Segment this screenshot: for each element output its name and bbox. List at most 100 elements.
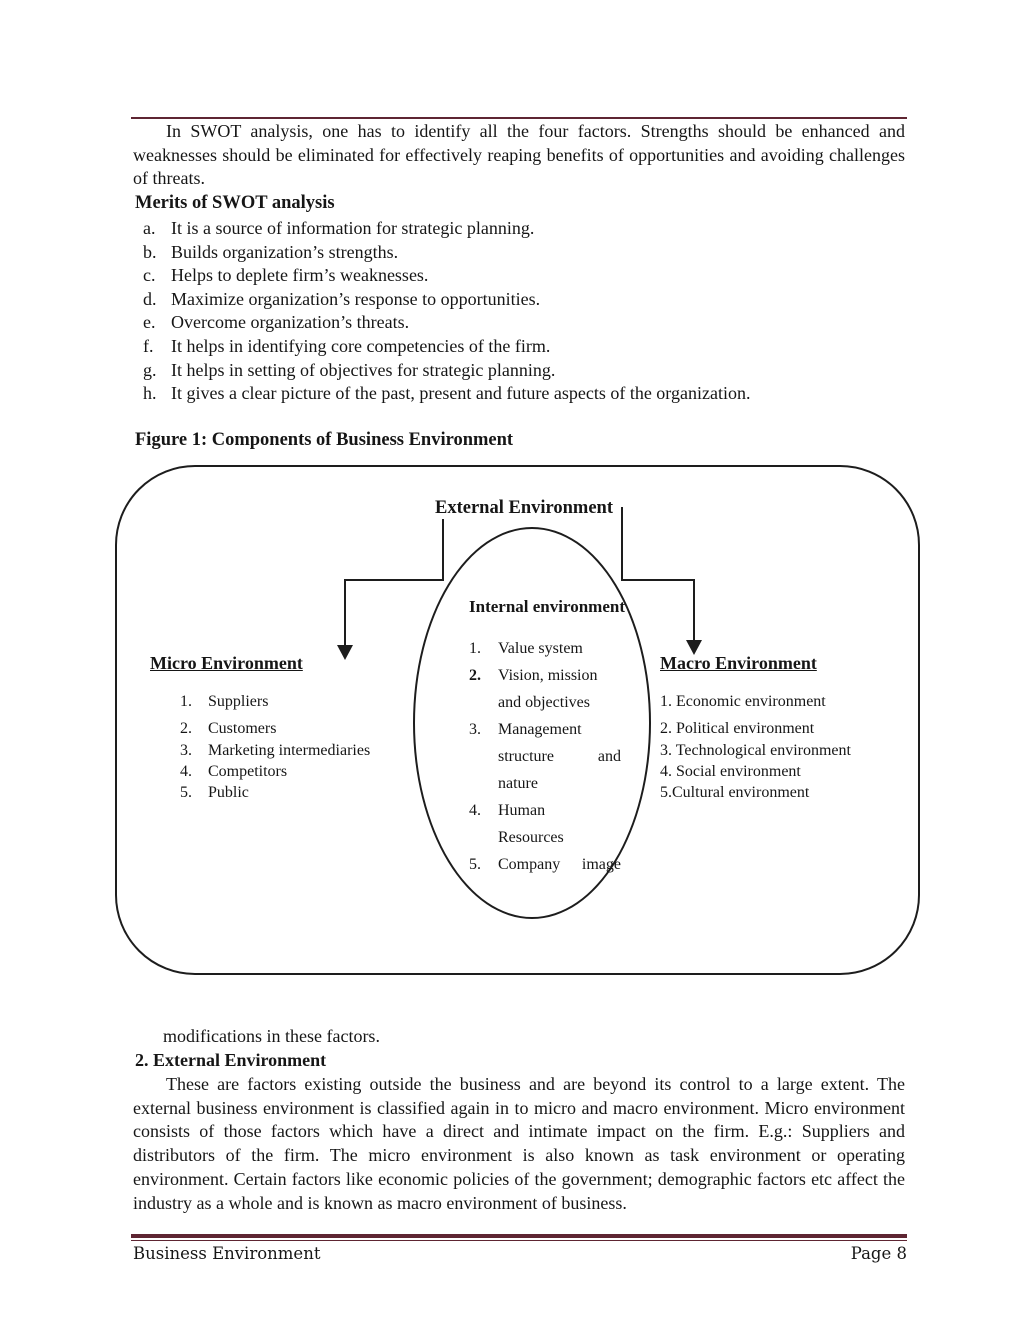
footer-title: Business Environment	[133, 1244, 321, 1263]
external-to-macro-arrow	[621, 507, 702, 655]
footer-page-number: Page 8	[850, 1244, 907, 1263]
merit-text: It gives a clear picture of the past, pr…	[171, 383, 751, 404]
macro-item: 2. Political environment	[660, 720, 815, 738]
internal-item: 3. Management structure and nature	[469, 716, 621, 797]
internal-item: 4. Human Resources	[469, 797, 621, 851]
item-text: Value system	[498, 640, 583, 657]
item-marker: 2.	[469, 667, 481, 684]
item-word: and	[597, 748, 621, 765]
footer-rule	[131, 1240, 907, 1241]
micro-item: 1. Suppliers	[180, 691, 395, 712]
item-text: Public	[208, 784, 249, 802]
merit-item: g. It helps in setting of objectives for…	[143, 359, 905, 383]
external-environment-label: External Environment	[435, 498, 613, 518]
item-text: Competitors	[208, 762, 288, 780]
item-marker: 5.	[469, 856, 481, 873]
intro-paragraph: In SWOT analysis, one has to identify al…	[133, 121, 905, 189]
macro-environment-heading: Macro Environment	[660, 653, 817, 673]
item-line: Human	[498, 802, 546, 819]
merit-item: e. Overcome organization’s threats.	[143, 311, 905, 335]
internal-environment-ellipse	[413, 527, 651, 919]
macro-item: 3. Technological environment	[660, 741, 851, 759]
micro-item: 3. Marketing intermediaries	[180, 740, 395, 761]
micro-environment-list: 1. Suppliers 2. Customers 3. Marketing i…	[150, 691, 395, 803]
section-2-number: 2.	[135, 1050, 149, 1070]
merit-text: It helps in identifying core competencie…	[171, 335, 551, 356]
merit-marker: a.	[143, 218, 156, 238]
item-line: Management	[498, 721, 582, 738]
micro-item: 2. Customers	[180, 718, 395, 739]
item-marker: 3.	[180, 741, 192, 759]
internal-environment-panel: Internal environment 1. Value system 2. …	[469, 597, 625, 878]
internal-item: 2. Vision, mission and objectives	[469, 662, 621, 716]
merit-marker: h.	[143, 383, 157, 404]
macro-item: 4. Social environment	[660, 762, 801, 780]
item-marker: 1.	[180, 693, 192, 710]
section-2-heading: 2. External Environment	[135, 1050, 326, 1071]
item-marker: 3.	[469, 721, 481, 738]
item-word: structure	[498, 748, 554, 765]
item-line: and objectives	[498, 694, 590, 711]
item-word: image	[581, 856, 621, 873]
footer-rule	[131, 1234, 907, 1238]
merit-marker: b.	[143, 241, 157, 262]
item-line: Resources	[498, 829, 564, 846]
merits-heading: Merits of SWOT analysis	[135, 193, 335, 213]
merit-text: Overcome organization’s threats.	[171, 312, 410, 333]
merit-text: Maximize organization’s response to oppo…	[171, 288, 541, 309]
item-marker: 4.	[180, 762, 192, 780]
micro-item: 5. Public	[180, 782, 395, 803]
diagram-arrows	[337, 507, 702, 660]
item-line: Vision, mission	[498, 667, 598, 684]
lead-in-text: modifications in these factors.	[163, 1026, 380, 1046]
item-marker: 4.	[469, 802, 481, 819]
item-text: Company image	[498, 851, 621, 878]
item-marker: 2.	[180, 720, 192, 738]
item-text: Suppliers	[208, 693, 269, 710]
merit-marker: c.	[143, 265, 156, 286]
macro-environment-list: 1. Economic environment 2. Political env…	[660, 691, 922, 803]
internal-environment-heading: Internal environment	[469, 597, 625, 616]
merit-marker: e.	[143, 312, 156, 333]
merit-marker: g.	[143, 359, 157, 380]
merit-text: It is a source of information for strate…	[171, 218, 535, 238]
item-word: Company	[498, 856, 561, 873]
header-rule	[131, 117, 907, 119]
merit-item: f. It helps in identifying core competen…	[143, 335, 905, 359]
merit-text: Helps to deplete firm’s weaknesses.	[171, 265, 429, 286]
internal-environment-list: 1. Value system 2. Vision, mission and o…	[469, 635, 621, 878]
item-text: Management structure and nature	[498, 716, 621, 797]
merit-text: It helps in setting of objectives for st…	[171, 359, 556, 380]
figure-caption: Figure 1: Components of Business Environ…	[135, 430, 514, 450]
macro-environment-panel: Macro Environment 1. Economic environmen…	[660, 653, 922, 803]
figure-diagram: External Environment Internal environmen…	[115, 465, 920, 975]
merit-item: c. Helps to deplete firm’s weaknesses.	[143, 264, 905, 288]
item-text: Marketing intermediaries	[208, 741, 371, 759]
item-line: nature	[498, 775, 538, 792]
macro-item: 1. Economic environment	[660, 693, 826, 710]
merit-item: a. It is a source of information for str…	[143, 217, 905, 241]
item-marker: 5.	[180, 784, 192, 802]
merits-list: a. It is a source of information for str…	[143, 217, 905, 406]
section-2-title: External Environment	[153, 1050, 327, 1070]
external-to-micro-arrow	[337, 519, 444, 660]
section-2-paragraph: These are factors existing outside the b…	[133, 1074, 905, 1213]
merit-marker: d.	[143, 288, 157, 309]
micro-environment-panel: Micro Environment 1. Suppliers 2. Custom…	[150, 653, 395, 803]
item-marker: 1.	[469, 640, 481, 657]
macro-item: 5.Cultural environment	[660, 784, 810, 802]
item-line: structure and	[498, 743, 621, 770]
micro-environment-heading: Micro Environment	[150, 653, 303, 673]
merit-item: d. Maximize organization’s response to o…	[143, 288, 905, 312]
item-text: Vision, mission and objectives	[498, 662, 621, 716]
merit-item: h. It gives a clear picture of the past,…	[143, 382, 905, 406]
item-text: Human Resources	[498, 797, 621, 851]
internal-item: 1. Value system	[469, 635, 621, 662]
internal-item: 5. Company image	[469, 851, 621, 878]
item-text: Customers	[208, 720, 277, 738]
merit-marker: f.	[143, 335, 154, 356]
item-line: Company image	[498, 851, 621, 878]
micro-item: 4. Competitors	[180, 761, 395, 782]
merit-item: b. Builds organization’s strengths.	[143, 241, 905, 265]
